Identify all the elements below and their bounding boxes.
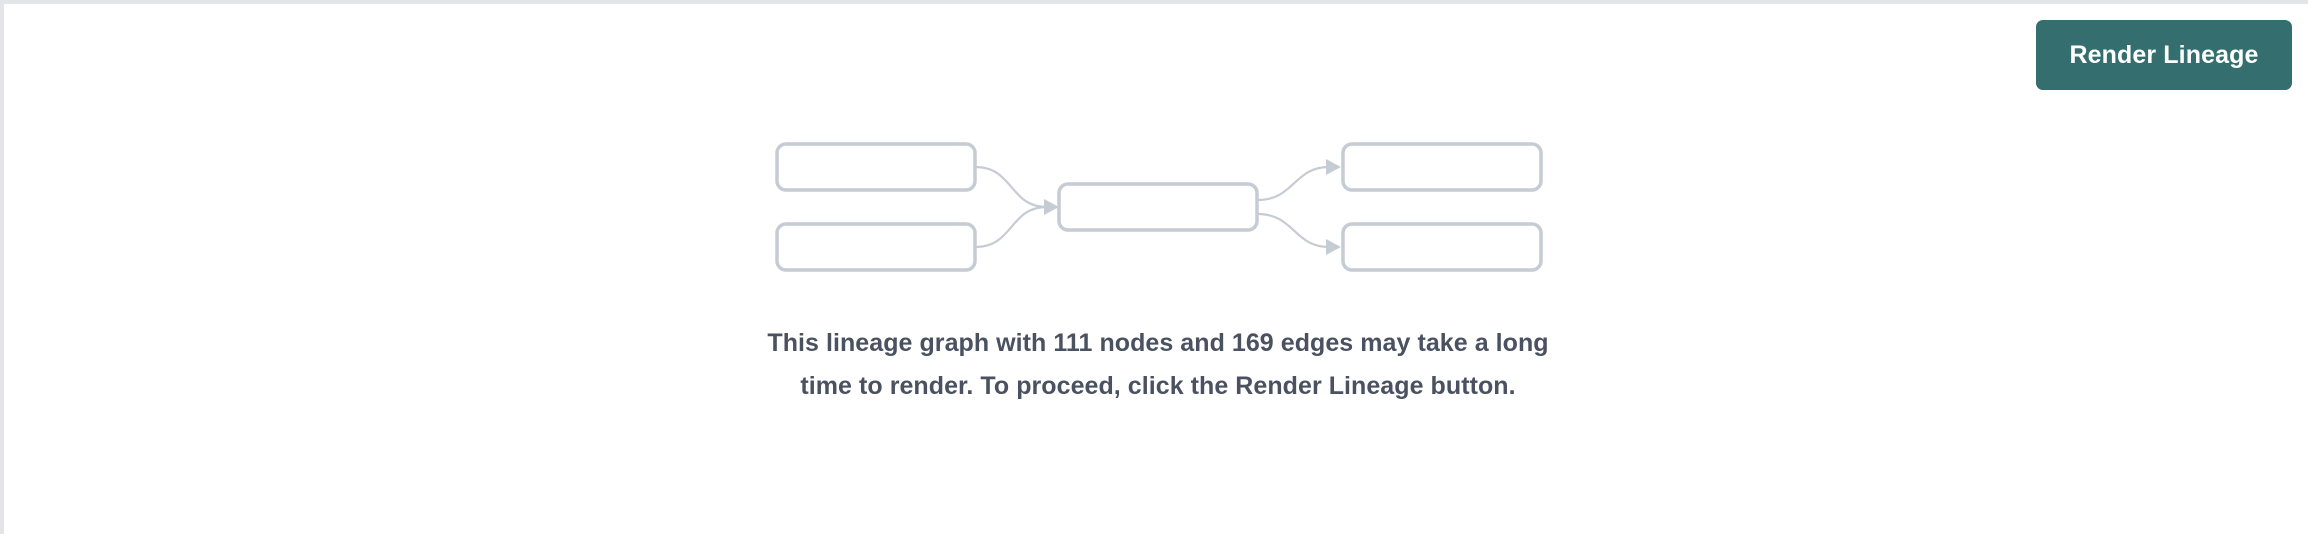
- warning-line-2: a long time to render. To proceed, click…: [800, 329, 1549, 400]
- ghost-node-upstream-1: [775, 142, 977, 192]
- lineage-warning-message: This lineage graph with 111 nodes and 16…: [758, 322, 1558, 408]
- ghost-node-upstream-2: [775, 222, 977, 272]
- ghost-node-downstream-2: [1341, 222, 1543, 272]
- arrowhead-into-center: [1044, 199, 1059, 215]
- edge-upstream1-to-center: [974, 165, 1048, 209]
- arrowhead-into-downstream1: [1326, 159, 1341, 175]
- warning-line-1: This lineage graph with 111 nodes and 16…: [767, 329, 1468, 357]
- render-lineage-button[interactable]: Render Lineage: [2036, 20, 2292, 90]
- ghost-node-center-1: [1057, 182, 1259, 232]
- edge-center-to-downstream2: [1257, 212, 1330, 249]
- edge-upstream2-to-center: [974, 205, 1048, 249]
- arrowhead-into-downstream2: [1326, 239, 1341, 255]
- lineage-graph-preview: [4, 4, 2308, 534]
- edge-center-to-downstream1: [1257, 165, 1330, 202]
- warning-line-3: button.: [1430, 372, 1516, 400]
- lineage-preview-svg: [775, 142, 1543, 272]
- ghost-node-downstream-1: [1341, 142, 1543, 192]
